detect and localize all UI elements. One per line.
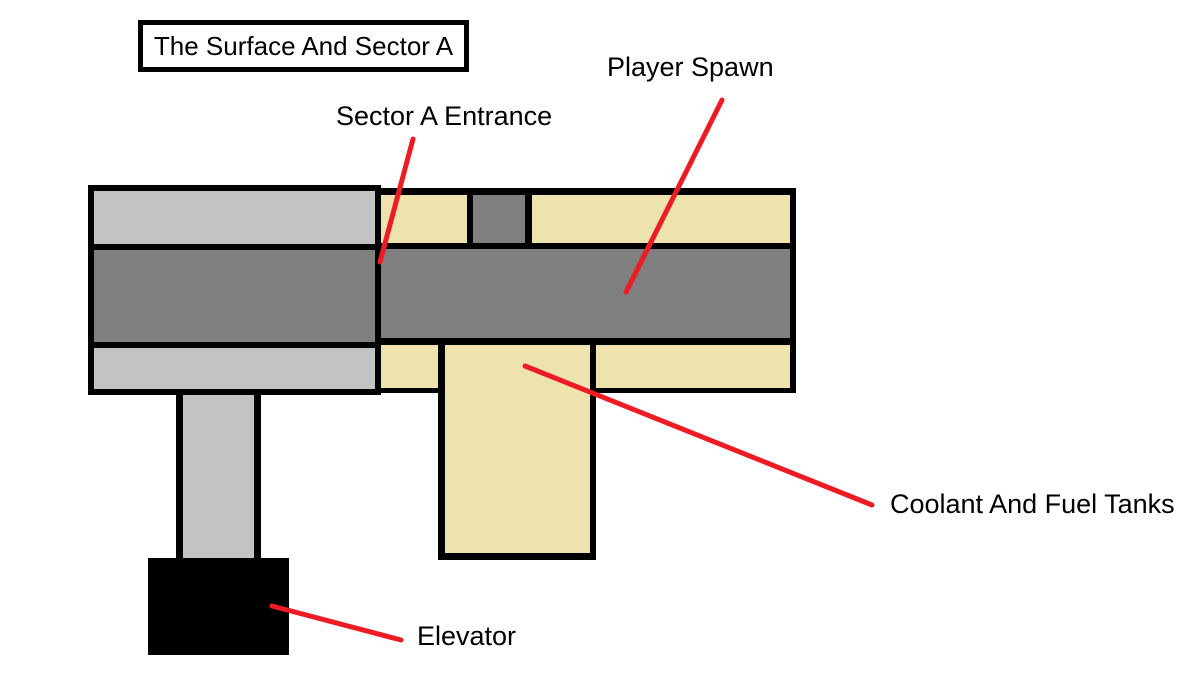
title-box: The Surface And Sector A (138, 20, 469, 72)
sector-a-top-hatch (473, 195, 525, 243)
elevator-block (148, 558, 289, 655)
sector-a-entrance-label: Sector A Entrance (336, 101, 553, 131)
sector-a-bottom-room-right (596, 345, 790, 388)
sector-a-top-room-left (381, 195, 467, 243)
diagram-title: The Surface And Sector A (153, 30, 454, 61)
tank-room-neck (445, 345, 590, 393)
coolant-and-fuel-tanks-label: Coolant And Fuel Tanks (890, 489, 1175, 519)
sector-a-top-room-right (532, 195, 790, 243)
elevator-label: Elevator (417, 621, 517, 651)
player-spawn-label: Player Spawn (607, 52, 774, 82)
elevator-shaft (183, 395, 254, 558)
surface-building-bottom-strip (94, 348, 375, 389)
sector-a-main-corridor (381, 249, 790, 338)
tank-room-outline (438, 393, 596, 560)
elevator-shaft-outline (176, 395, 261, 558)
sector-a-outline (375, 188, 796, 393)
surface-building-corridor (94, 250, 375, 342)
surface-building-top-strip (94, 191, 375, 244)
surface-building-outline (88, 185, 381, 395)
elevator-leader-line (269, 603, 404, 643)
tank-room (445, 393, 590, 553)
sector-a-bottom-room-left (381, 345, 438, 388)
